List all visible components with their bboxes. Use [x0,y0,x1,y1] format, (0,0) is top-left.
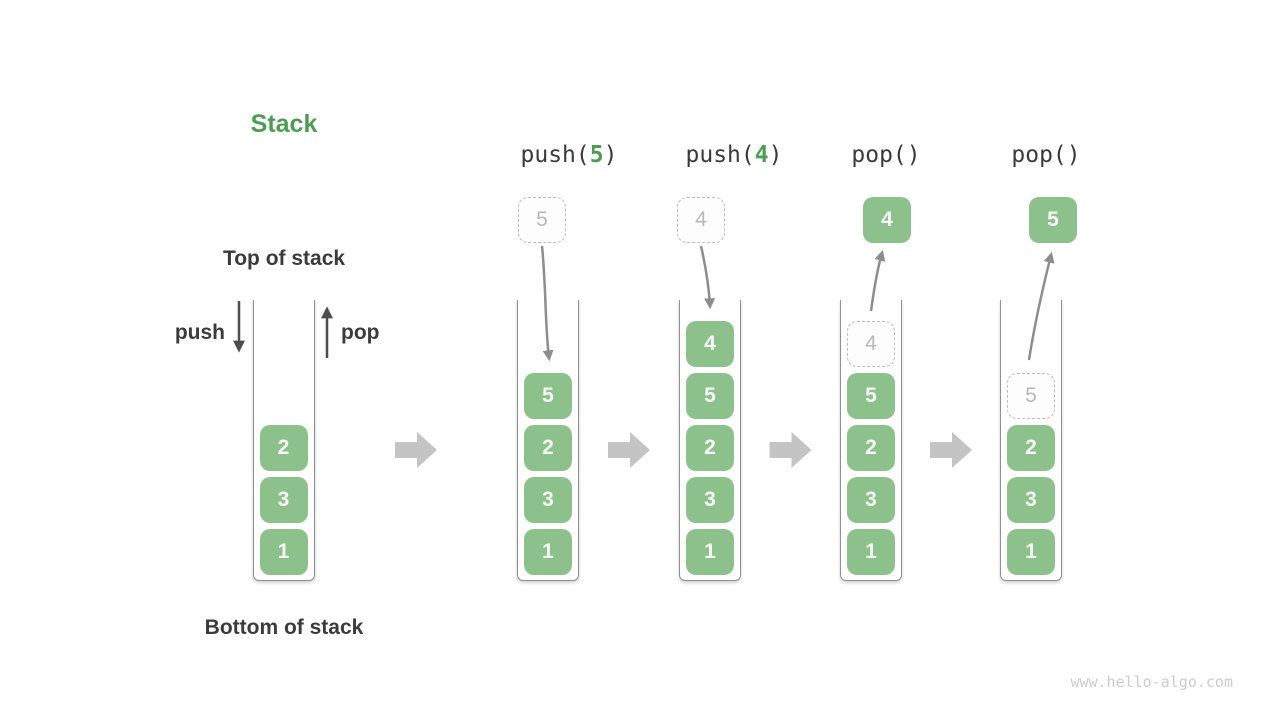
stack-cell: 2 [524,425,572,471]
stack-cell: 2 [686,425,734,471]
stack-cell-dashed: 5 [1007,373,1055,419]
operation-label-pop-first: pop() [851,142,920,169]
push-arrow-label: push [174,321,225,344]
watermark: www.hello-algo.com [1070,673,1233,691]
stack-container [517,300,579,581]
stack-cell: 1 [686,529,734,575]
stack-cell: 5 [847,373,895,419]
operation-arg: 4 [754,142,769,168]
diagram-title: Stack [250,110,318,138]
operation-label-push-5: push(5) [521,142,618,169]
stack-cell: 2 [1007,425,1055,471]
stack-cell-dashed: 4 [847,321,895,367]
stack-container [1000,300,1062,581]
stack-container [252,300,315,581]
stack-cell: 1 [1007,529,1055,575]
stack-cell: 1 [524,529,572,575]
stage-transition-arrow-icon [608,432,650,468]
operation-label-push-4: push(4) [686,142,783,169]
stage-transition-arrow-icon [769,432,812,468]
stack-cell: 4 [686,321,734,367]
stack-cell: 1 [847,529,895,575]
stack-cell: 3 [259,477,308,523]
top-of-stack-label: Top of stack [222,247,346,270]
stack-cell: 3 [524,477,572,523]
floating-value-dashed: 4 [677,197,725,243]
stage-transition-arrow-icon [930,432,972,468]
operation-label-text: push( [520,142,590,168]
stack-container [840,300,902,581]
operation-arg: 5 [589,142,604,168]
operation-label-text: push( [685,142,755,168]
stack-container [679,300,741,581]
stack-cell: 2 [259,425,308,471]
floating-value-solid: 4 [863,197,911,243]
bottom-of-stack-label: Bottom of stack [204,616,364,639]
operation-label-text: pop() [851,142,921,168]
floating-value-dashed: 5 [518,197,566,243]
stack-cell: 5 [686,373,734,419]
operation-label-text: ) [603,142,618,168]
stack-cell: 2 [847,425,895,471]
operation-label-text: ) [768,142,783,168]
pop-arrow-label: pop [341,321,380,344]
push-motion-arrow-icon [699,245,716,310]
stage-transition-arrow-icon [395,432,437,468]
stack-cell: 3 [1007,477,1055,523]
operation-label-pop-second: pop() [1011,142,1080,169]
operation-label-text: pop() [1011,142,1081,168]
stack-cell: 3 [686,477,734,523]
stack-cell: 5 [524,373,572,419]
floating-value-solid: 5 [1029,197,1077,243]
stack-cell: 1 [259,529,308,575]
stack-cell: 3 [847,477,895,523]
